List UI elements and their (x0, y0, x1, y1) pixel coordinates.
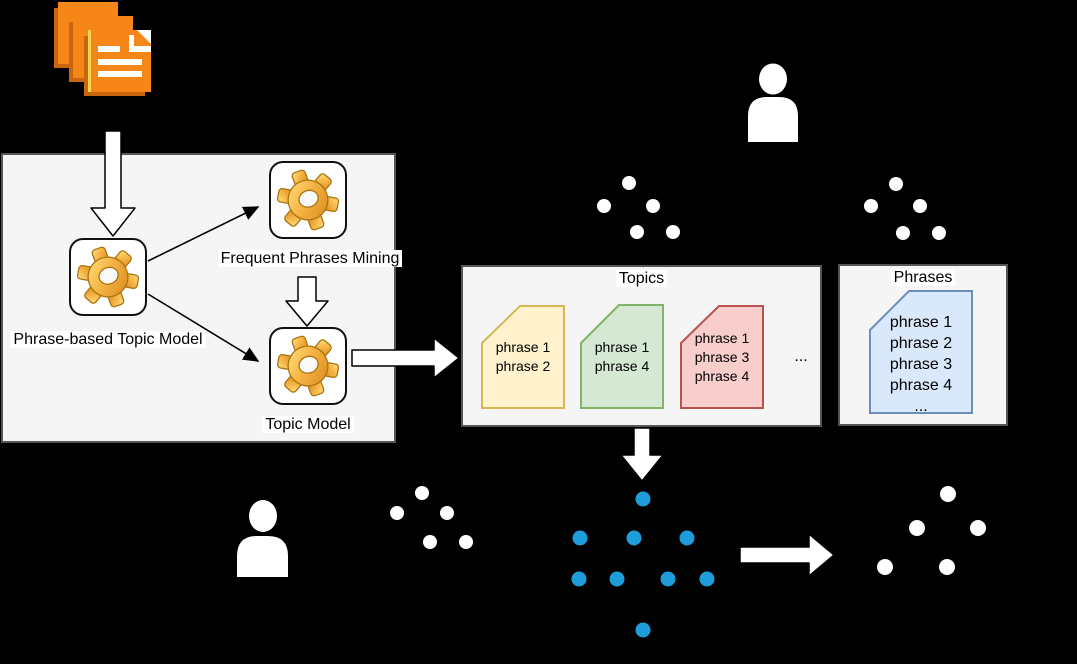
gear-icon (277, 335, 339, 397)
gear-icon (77, 246, 139, 308)
topic-model-label: Topic Model (233, 415, 383, 434)
topic-network-nodes (571, 491, 715, 638)
topic-document-green: phrase 1 phrase 4 (580, 304, 664, 409)
phrases-panel: Phrases phrase 1 phrase 2 phrase 3 phras… (838, 264, 1008, 426)
topics-panel: Topics phrase 1 phrase 2 phrase 1 phrase… (461, 265, 822, 427)
user-icon-bottom (237, 500, 288, 577)
word-cluster-bottom-right (877, 486, 986, 575)
more-topics-ellipsis: ... (794, 348, 808, 365)
word-cluster-top-left (597, 176, 680, 239)
phrases-document-blue: phrase 1 phrase 2 phrase 3 phrase 4 ... (869, 290, 973, 415)
user-icon-top (748, 63, 798, 142)
page-fold-icon (137, 30, 151, 44)
phrase-based-topic-model-node (69, 238, 147, 316)
phrases-panel-title: Phrases (840, 269, 1006, 287)
phrase-based-topic-model-label: Phrase-based Topic Model (2, 330, 214, 349)
topics-panel-title: Topics (463, 270, 820, 288)
gear-icon (277, 169, 339, 231)
input-documents-icon (58, 2, 151, 96)
flow-arrow-topics-to-network (620, 427, 664, 482)
document-card-front (88, 30, 151, 92)
topic-document-red: phrase 1 phrase 3 phrase 4 (680, 305, 764, 409)
word-cluster-top-right (864, 177, 946, 240)
frequent-phrases-mining-node (269, 161, 347, 239)
flow-arrow-network-to-cluster (739, 533, 835, 577)
topic-document-yellow: phrase 1 phrase 2 (481, 305, 565, 409)
word-cluster-bottom-left (390, 486, 473, 549)
frequent-phrases-mining-label: Frequent Phrases Mining (204, 249, 416, 268)
topic-model-node (269, 327, 347, 405)
